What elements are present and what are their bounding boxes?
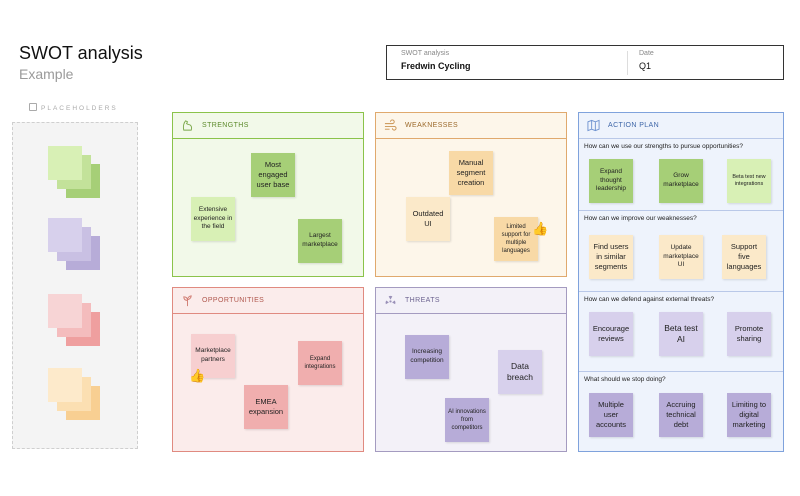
placeholder-stack-orange[interactable] xyxy=(48,368,102,420)
thumbs-up-icon: 👍 xyxy=(532,221,549,236)
wind-icon xyxy=(384,119,397,131)
info-label-name: SWOT analysis xyxy=(401,50,450,57)
sticky-note[interactable]: Beta test new integrations xyxy=(727,159,771,203)
placeholders-header: PLACEHOLDERS xyxy=(29,103,118,112)
placeholder-note[interactable] xyxy=(48,294,82,328)
info-label-date: Date xyxy=(639,50,654,57)
action-plan-panel: ACTION PLAN How can we use our strengths… xyxy=(578,112,784,452)
sticky-note[interactable]: Increasing competition xyxy=(405,335,449,379)
opportunities-divider xyxy=(173,313,363,314)
page-subtitle: Example xyxy=(19,66,74,82)
strengths-header: STRENGTHS xyxy=(181,119,249,132)
sticky-note[interactable]: Accruing technical debt xyxy=(659,393,703,437)
sticky-note[interactable]: Beta test AI xyxy=(659,312,703,356)
info-value-name[interactable]: Fredwin Cycling xyxy=(401,61,471,71)
action-plan-title: ACTION PLAN xyxy=(608,122,660,129)
placeholders-column xyxy=(12,122,138,449)
sticky-note[interactable]: Expand thought leadership xyxy=(589,159,633,203)
action-plan-question: What should we stop doing? xyxy=(584,376,666,383)
placeholder-note[interactable] xyxy=(48,146,82,180)
threats-panel: THREATS Increasing competition Data brea… xyxy=(375,287,567,452)
sticky-note[interactable]: Limiting to digital marketing xyxy=(727,393,771,437)
thumbs-up-icon: 👍 xyxy=(189,368,206,383)
sticky-note[interactable]: AI innovations from competitors xyxy=(445,398,489,442)
action-plan-question: How can we defend against external threa… xyxy=(584,296,715,303)
arm-icon xyxy=(182,120,193,131)
info-table: SWOT analysis Fredwin Cycling Date Q1 xyxy=(386,45,784,80)
sticky-note[interactable]: Encourage reviews xyxy=(589,312,633,356)
sticky-note[interactable]: Manual segment creation xyxy=(449,151,493,195)
sticky-note[interactable]: Extensive experience in the field xyxy=(191,197,235,241)
sticky-note[interactable]: EMEA expansion xyxy=(244,385,288,429)
action-plan-header: ACTION PLAN xyxy=(587,119,659,132)
action-plan-question: How can we improve our weaknesses? xyxy=(584,215,697,222)
placeholder-stack-purple[interactable] xyxy=(48,218,102,270)
strengths-title: STRENGTHS xyxy=(202,122,249,129)
sticky-note[interactable]: Data breach xyxy=(498,350,542,394)
info-cell-name: SWOT analysis Fredwin Cycling xyxy=(401,50,471,71)
radiation-icon xyxy=(385,295,396,305)
placeholders-label: PLACEHOLDERS xyxy=(41,105,118,112)
sticky-note[interactable]: Find users in similar segments xyxy=(589,235,633,279)
info-value-date[interactable]: Q1 xyxy=(639,61,652,71)
info-divider xyxy=(627,51,628,75)
placeholder-note[interactable] xyxy=(48,368,82,402)
placeholder-stack-red[interactable] xyxy=(48,294,102,346)
sticky-note[interactable]: Limited support for multiple languages xyxy=(494,217,538,261)
sticky-note[interactable]: Update marketplace UI xyxy=(659,235,703,279)
action-plan-question: How can we use our strengths to pursue o… xyxy=(584,143,743,150)
opportunities-header: OPPORTUNITIES xyxy=(181,294,264,307)
page-title: SWOT analysis xyxy=(19,43,143,63)
placeholder-note[interactable] xyxy=(48,218,82,252)
sticky-note[interactable]: Marketplace partners xyxy=(191,334,235,378)
threats-header: THREATS xyxy=(384,294,440,307)
weaknesses-divider xyxy=(376,138,566,139)
action-plan-row: How can we defend against external threa… xyxy=(579,291,783,371)
sticky-note[interactable]: Expand integrations xyxy=(298,341,342,385)
sticky-note[interactable]: Support five languages xyxy=(722,235,766,279)
strengths-divider xyxy=(173,138,363,139)
strengths-panel: STRENGTHS Most engaged user base Extensi… xyxy=(172,112,364,277)
action-plan-row: What should we stop doing? Multiple user… xyxy=(579,371,783,451)
sticky-note[interactable]: Outdated UI xyxy=(406,197,450,241)
info-cell-date: Date Q1 xyxy=(639,50,654,71)
sticky-note-icon xyxy=(29,103,37,111)
map-icon xyxy=(587,119,600,132)
opportunities-panel: OPPORTUNITIES Marketplace partners 👍 Exp… xyxy=(172,287,364,452)
sticky-note[interactable]: Grow marketplace xyxy=(659,159,703,203)
weaknesses-title: WEAKNESSES xyxy=(405,122,459,129)
sticky-note[interactable]: Multiple user accounts xyxy=(589,393,633,437)
weaknesses-header: WEAKNESSES xyxy=(384,119,458,132)
action-plan-row: How can we improve our weaknesses? Find … xyxy=(579,210,783,291)
sticky-note[interactable]: Most engaged user base xyxy=(251,153,295,197)
threats-title: THREATS xyxy=(405,297,440,304)
placeholder-stack-green[interactable] xyxy=(48,146,102,198)
weaknesses-panel: WEAKNESSES Manual segment creation Outda… xyxy=(375,112,567,277)
sticky-note[interactable]: Promote sharing xyxy=(727,312,771,356)
sticky-note[interactable]: Largest marketplace xyxy=(298,219,342,263)
opportunities-title: OPPORTUNITIES xyxy=(202,297,265,304)
threats-divider xyxy=(376,313,566,314)
action-plan-row: How can we use our strengths to pursue o… xyxy=(579,138,783,210)
sprout-icon xyxy=(183,295,192,307)
